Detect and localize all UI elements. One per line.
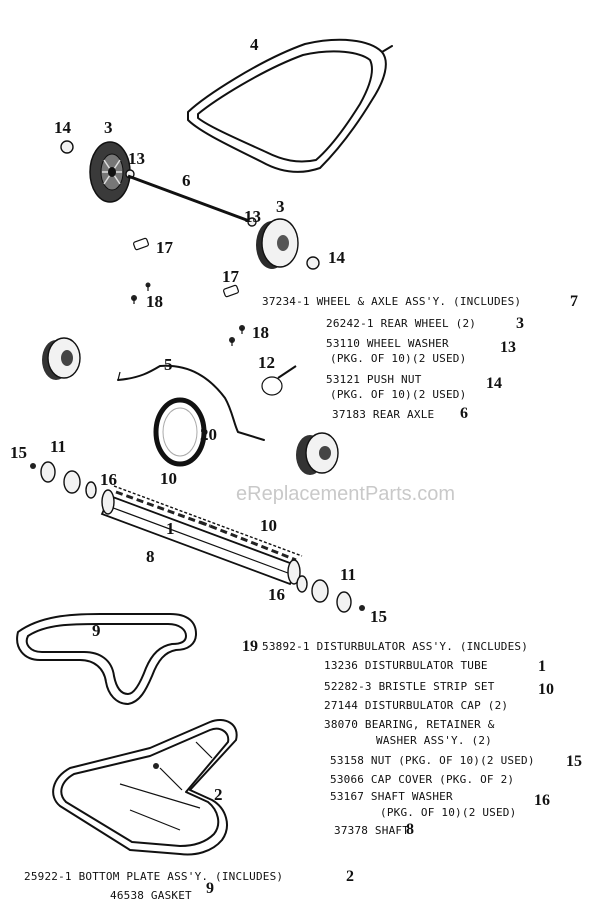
part-ref: 16 (534, 792, 550, 809)
callout-4: 4 (250, 35, 259, 54)
watermark: eReplacementParts.com (236, 483, 455, 505)
end-cap-right (296, 432, 339, 475)
callout-10b: 10 (260, 516, 277, 535)
callout-15b: 15 (370, 607, 387, 626)
callout-11a: 11 (50, 437, 66, 456)
cap-left (63, 470, 81, 494)
parts-list-bottom: 25922-1 BOTTOM PLATE ASS'Y. (INCLUDES) 2… (24, 868, 354, 902)
push-nut-left (60, 140, 74, 154)
part-line: (PKG. OF 10)(2 USED) (330, 352, 466, 365)
screw-18-mid (145, 282, 151, 291)
part-line: 53892-1 DISTURBULATOR ASS'Y. (INCLUDES) (262, 640, 528, 653)
callouts: 4 14 3 13 6 3 13 17 14 17 18 18 5 12 20 … (10, 35, 387, 804)
callout-8: 8 (146, 547, 155, 566)
bottom-plate-part-2 (52, 719, 238, 856)
part-line: 53110 WHEEL WASHER (326, 337, 449, 350)
part-line: 53167 SHAFT WASHER (330, 790, 453, 803)
callout-18a: 18 (146, 292, 163, 311)
part-line: 46538 GASKET (110, 889, 192, 902)
part-ref: 15 (566, 753, 582, 770)
callout-9: 9 (92, 621, 101, 640)
frame-part-4 (187, 38, 393, 173)
part-ref: 9 (206, 880, 214, 897)
callout-3b: 3 (276, 197, 285, 216)
part-ref: 6 (460, 405, 468, 422)
callout-10a: 10 (160, 469, 177, 488)
washer-16-right (296, 575, 308, 593)
washer-right (247, 217, 257, 227)
part-line: (PKG. OF 10)(2 USED) (330, 388, 466, 401)
part-line: 53066 CAP COVER (PKG. OF 2) (330, 773, 514, 786)
part-line: 13236 DISTURBULATOR TUBE (324, 659, 488, 672)
callout-17b: 17 (222, 267, 240, 286)
parts-list-wheel: 37234-1 WHEEL & AXLE ASS'Y. (INCLUDES) 7… (262, 293, 578, 422)
disturbulator-tube (100, 485, 303, 586)
part-ref: 2 (346, 868, 354, 885)
part-ref: 1 (538, 658, 546, 675)
callout-20: 20 (200, 425, 217, 444)
part-ref: 10 (538, 681, 554, 698)
part-ref: 3 (516, 315, 524, 332)
callout-18b: 18 (252, 323, 269, 342)
bearing-left (40, 461, 56, 483)
parts-list-disturbulator: 19 53892-1 DISTURBULATOR ASS'Y. (INCLUDE… (242, 638, 582, 838)
part-line: 37378 SHAFT (334, 824, 409, 837)
nut-15-right (359, 605, 365, 611)
ring-pin-part-12 (261, 365, 297, 396)
part-line: 37234-1 WHEEL & AXLE ASS'Y. (INCLUDES) (262, 295, 521, 308)
belt-part-20 (153, 397, 207, 467)
callout-16b: 16 (268, 585, 285, 604)
end-cap-left (42, 337, 81, 380)
callout-2: 2 (214, 785, 223, 804)
callout-13b: 13 (244, 207, 261, 226)
push-nut-right (306, 256, 320, 270)
wheel-left (89, 141, 131, 203)
callout-6: 6 (182, 171, 191, 190)
part-ref: 19 (242, 638, 258, 655)
screw-18-right2 (229, 337, 235, 346)
bearing-right (336, 591, 352, 613)
rear-axle (127, 174, 253, 224)
callout-12: 12 (258, 353, 275, 372)
part-line: WASHER ASS'Y. (2) (376, 734, 492, 747)
part-line: 26242-1 REAR WHEEL (2) (326, 317, 476, 330)
callout-14b: 14 (328, 248, 346, 267)
part-ref: 8 (406, 821, 414, 838)
callout-17a: 17 (156, 238, 174, 257)
clip-17-left (133, 237, 149, 251)
cap-right (311, 579, 329, 603)
part-line: 38070 BEARING, RETAINER & (324, 718, 495, 731)
callout-16a: 16 (100, 470, 117, 489)
part-line: 53158 NUT (PKG. OF 10)(2 USED) (330, 754, 535, 767)
wheel-right (256, 218, 299, 269)
part-line: 37183 REAR AXLE (332, 408, 434, 421)
part-ref: 14 (486, 375, 502, 392)
callout-15a: 15 (10, 443, 27, 462)
screw-18-left (131, 295, 137, 304)
part-line: 27144 DISTURBULATOR CAP (2) (324, 699, 508, 712)
callout-1: 1 (166, 519, 175, 538)
callout-11b: 11 (340, 565, 356, 584)
gasket-part-9 (16, 613, 197, 705)
part-line: 52282-3 BRISTLE STRIP SET (324, 680, 495, 693)
callout-13a: 13 (128, 149, 145, 168)
part-line: 53121 PUSH NUT (326, 373, 422, 386)
part-line: 25922-1 BOTTOM PLATE ASS'Y. (INCLUDES) (24, 870, 283, 883)
screw-18-right (239, 325, 245, 334)
callout-3a: 3 (104, 118, 113, 137)
part-ref: 13 (500, 339, 516, 356)
callout-14a: 14 (54, 118, 72, 137)
clip-17-right (223, 284, 239, 298)
washer-16-left (85, 481, 97, 499)
wire-bail-part-5 (117, 364, 265, 441)
part-ref: 7 (570, 293, 578, 310)
callout-5: 5 (164, 355, 173, 374)
part-line: (PKG. OF 10)(2 USED) (380, 806, 516, 819)
nut-15-left (30, 463, 36, 469)
